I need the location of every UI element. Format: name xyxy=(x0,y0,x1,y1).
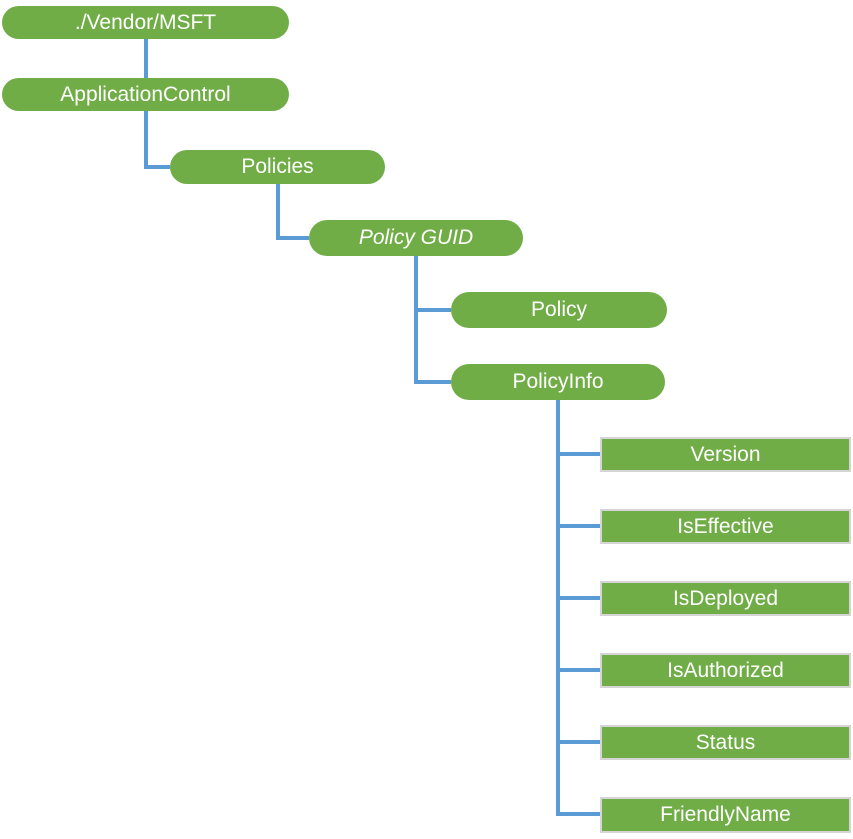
node-policy: Policy xyxy=(451,292,667,328)
connector-policyguid-spine xyxy=(414,256,418,384)
node-vendor-msft: ./Vendor/MSFT xyxy=(2,6,289,39)
node-application-control: ApplicationControl xyxy=(2,78,289,111)
node-is-effective: IsEffective xyxy=(600,509,851,544)
node-version: Version xyxy=(600,437,851,472)
connector-applicationcontrol-to-policies-vertical xyxy=(144,111,148,169)
connector-policyinfo-to-isauthorized xyxy=(556,668,600,672)
connector-policyinfo-spine xyxy=(556,400,560,816)
node-policy-info: PolicyInfo xyxy=(451,364,665,400)
connector-policyinfo-to-isdeployed xyxy=(556,596,600,600)
connector-policyguid-to-policy xyxy=(414,308,451,312)
connector-policyinfo-to-status xyxy=(556,740,600,744)
node-friendly-name: FriendlyName xyxy=(600,797,851,833)
connector-policyguid-to-policyinfo xyxy=(414,380,451,384)
node-status: Status xyxy=(600,725,851,760)
connector-policyinfo-to-iseffective xyxy=(556,524,600,528)
connector-vendor-to-applicationcontrol xyxy=(144,38,148,79)
node-is-deployed: IsDeployed xyxy=(600,581,851,616)
connector-policyinfo-to-friendlyname xyxy=(556,812,600,816)
node-policies: Policies xyxy=(170,150,385,184)
connector-policyinfo-to-version xyxy=(556,452,600,456)
connector-policies-to-policyguid-vertical xyxy=(276,184,280,240)
node-policy-guid: Policy GUID xyxy=(309,220,523,256)
node-is-authorized: IsAuthorized xyxy=(600,653,851,688)
connector-policies-to-policyguid-horizontal xyxy=(276,236,309,240)
connector-applicationcontrol-to-policies-horizontal xyxy=(144,165,170,169)
